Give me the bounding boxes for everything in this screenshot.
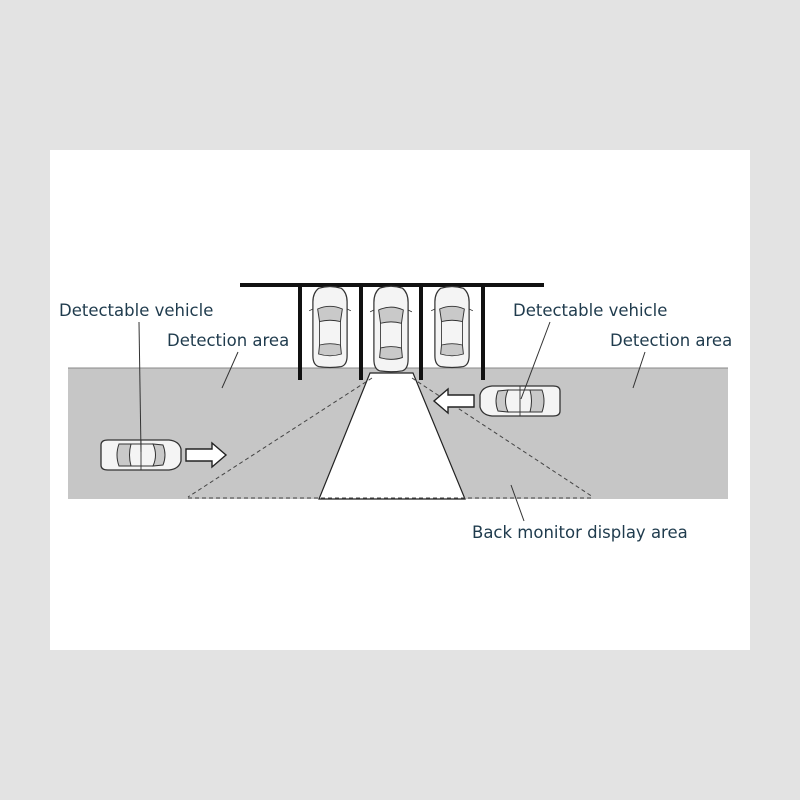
parked-car-left xyxy=(308,285,352,369)
parked-car-right xyxy=(430,285,474,369)
label-detection-area-right: Detection area xyxy=(610,331,732,350)
back-monitor-display-area-shape xyxy=(318,372,466,500)
label-back-monitor-display-area: Back monitor display area xyxy=(472,523,688,542)
arrow-right-icon xyxy=(185,441,228,469)
detectable-vehicle-right-car xyxy=(479,385,561,417)
label-detectable-vehicle-right: Detectable vehicle xyxy=(513,301,667,320)
arrow-left-icon xyxy=(432,387,475,415)
label-detectable-vehicle-left: Detectable vehicle xyxy=(59,301,213,320)
parking-structure xyxy=(240,283,544,380)
leader-lines xyxy=(138,321,646,522)
own-vehicle xyxy=(369,285,413,373)
label-detection-area-left: Detection area xyxy=(167,331,289,350)
